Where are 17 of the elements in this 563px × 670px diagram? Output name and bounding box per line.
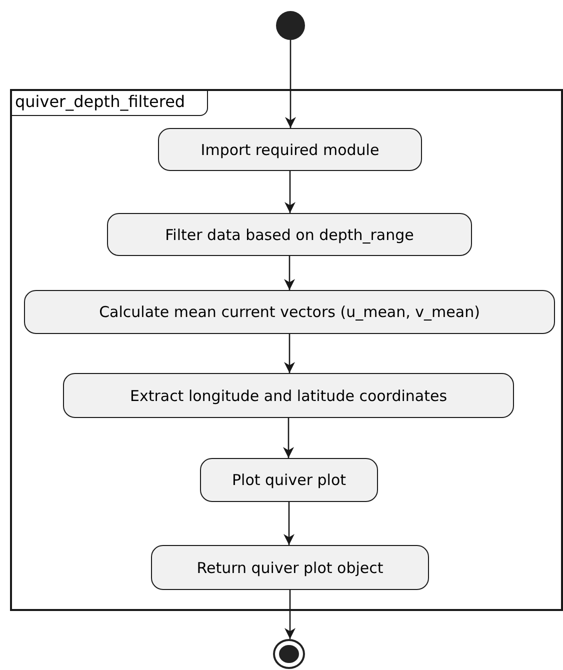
- arrow: [284, 334, 295, 373]
- activity-box: Filter data based on depth_range: [107, 213, 472, 256]
- activity-box: Return quiver plot object: [151, 545, 429, 590]
- activity-box: Extract longitude and latitude coordinates: [63, 373, 514, 418]
- activity-box: Calculate mean current vectors (u_mean, v_mean): [24, 290, 555, 334]
- activity-box: Import required module: [158, 128, 422, 171]
- arrow: [284, 502, 294, 545]
- activity-box: Plot quiver plot: [200, 458, 378, 502]
- end-circle: [273, 639, 305, 669]
- start-circle: [276, 11, 305, 40]
- arrow: [284, 590, 296, 639]
- frame-title: quiver_depth_filtered: [12, 91, 208, 116]
- arrow: [284, 171, 296, 213]
- arrow: [284, 256, 295, 290]
- arrow: [283, 418, 294, 458]
- frame-box: [10, 89, 563, 611]
- arrow: [285, 40, 296, 128]
